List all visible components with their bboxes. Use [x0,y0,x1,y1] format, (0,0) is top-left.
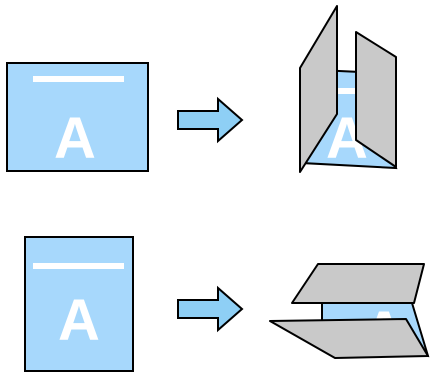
folded-result-top: A [299,5,398,173]
folded-result-bottom: A [269,263,430,359]
letter-a: A [58,288,100,353]
letter-a: A [54,106,96,171]
right-panel [355,31,397,168]
lower-panel [269,318,429,359]
source-sheet-top: A [6,62,149,172]
paper [24,236,134,372]
row-top: A A [6,5,398,173]
top-bar [33,76,124,82]
right-arrow-icon [177,285,244,333]
top-bar [33,263,124,269]
source-sheet-bottom: A [24,236,134,372]
left-panel [299,5,338,173]
top-bar [325,88,365,94]
row-bottom: A A [24,236,430,372]
upper-panel [291,263,425,304]
right-arrow-icon [177,96,244,144]
